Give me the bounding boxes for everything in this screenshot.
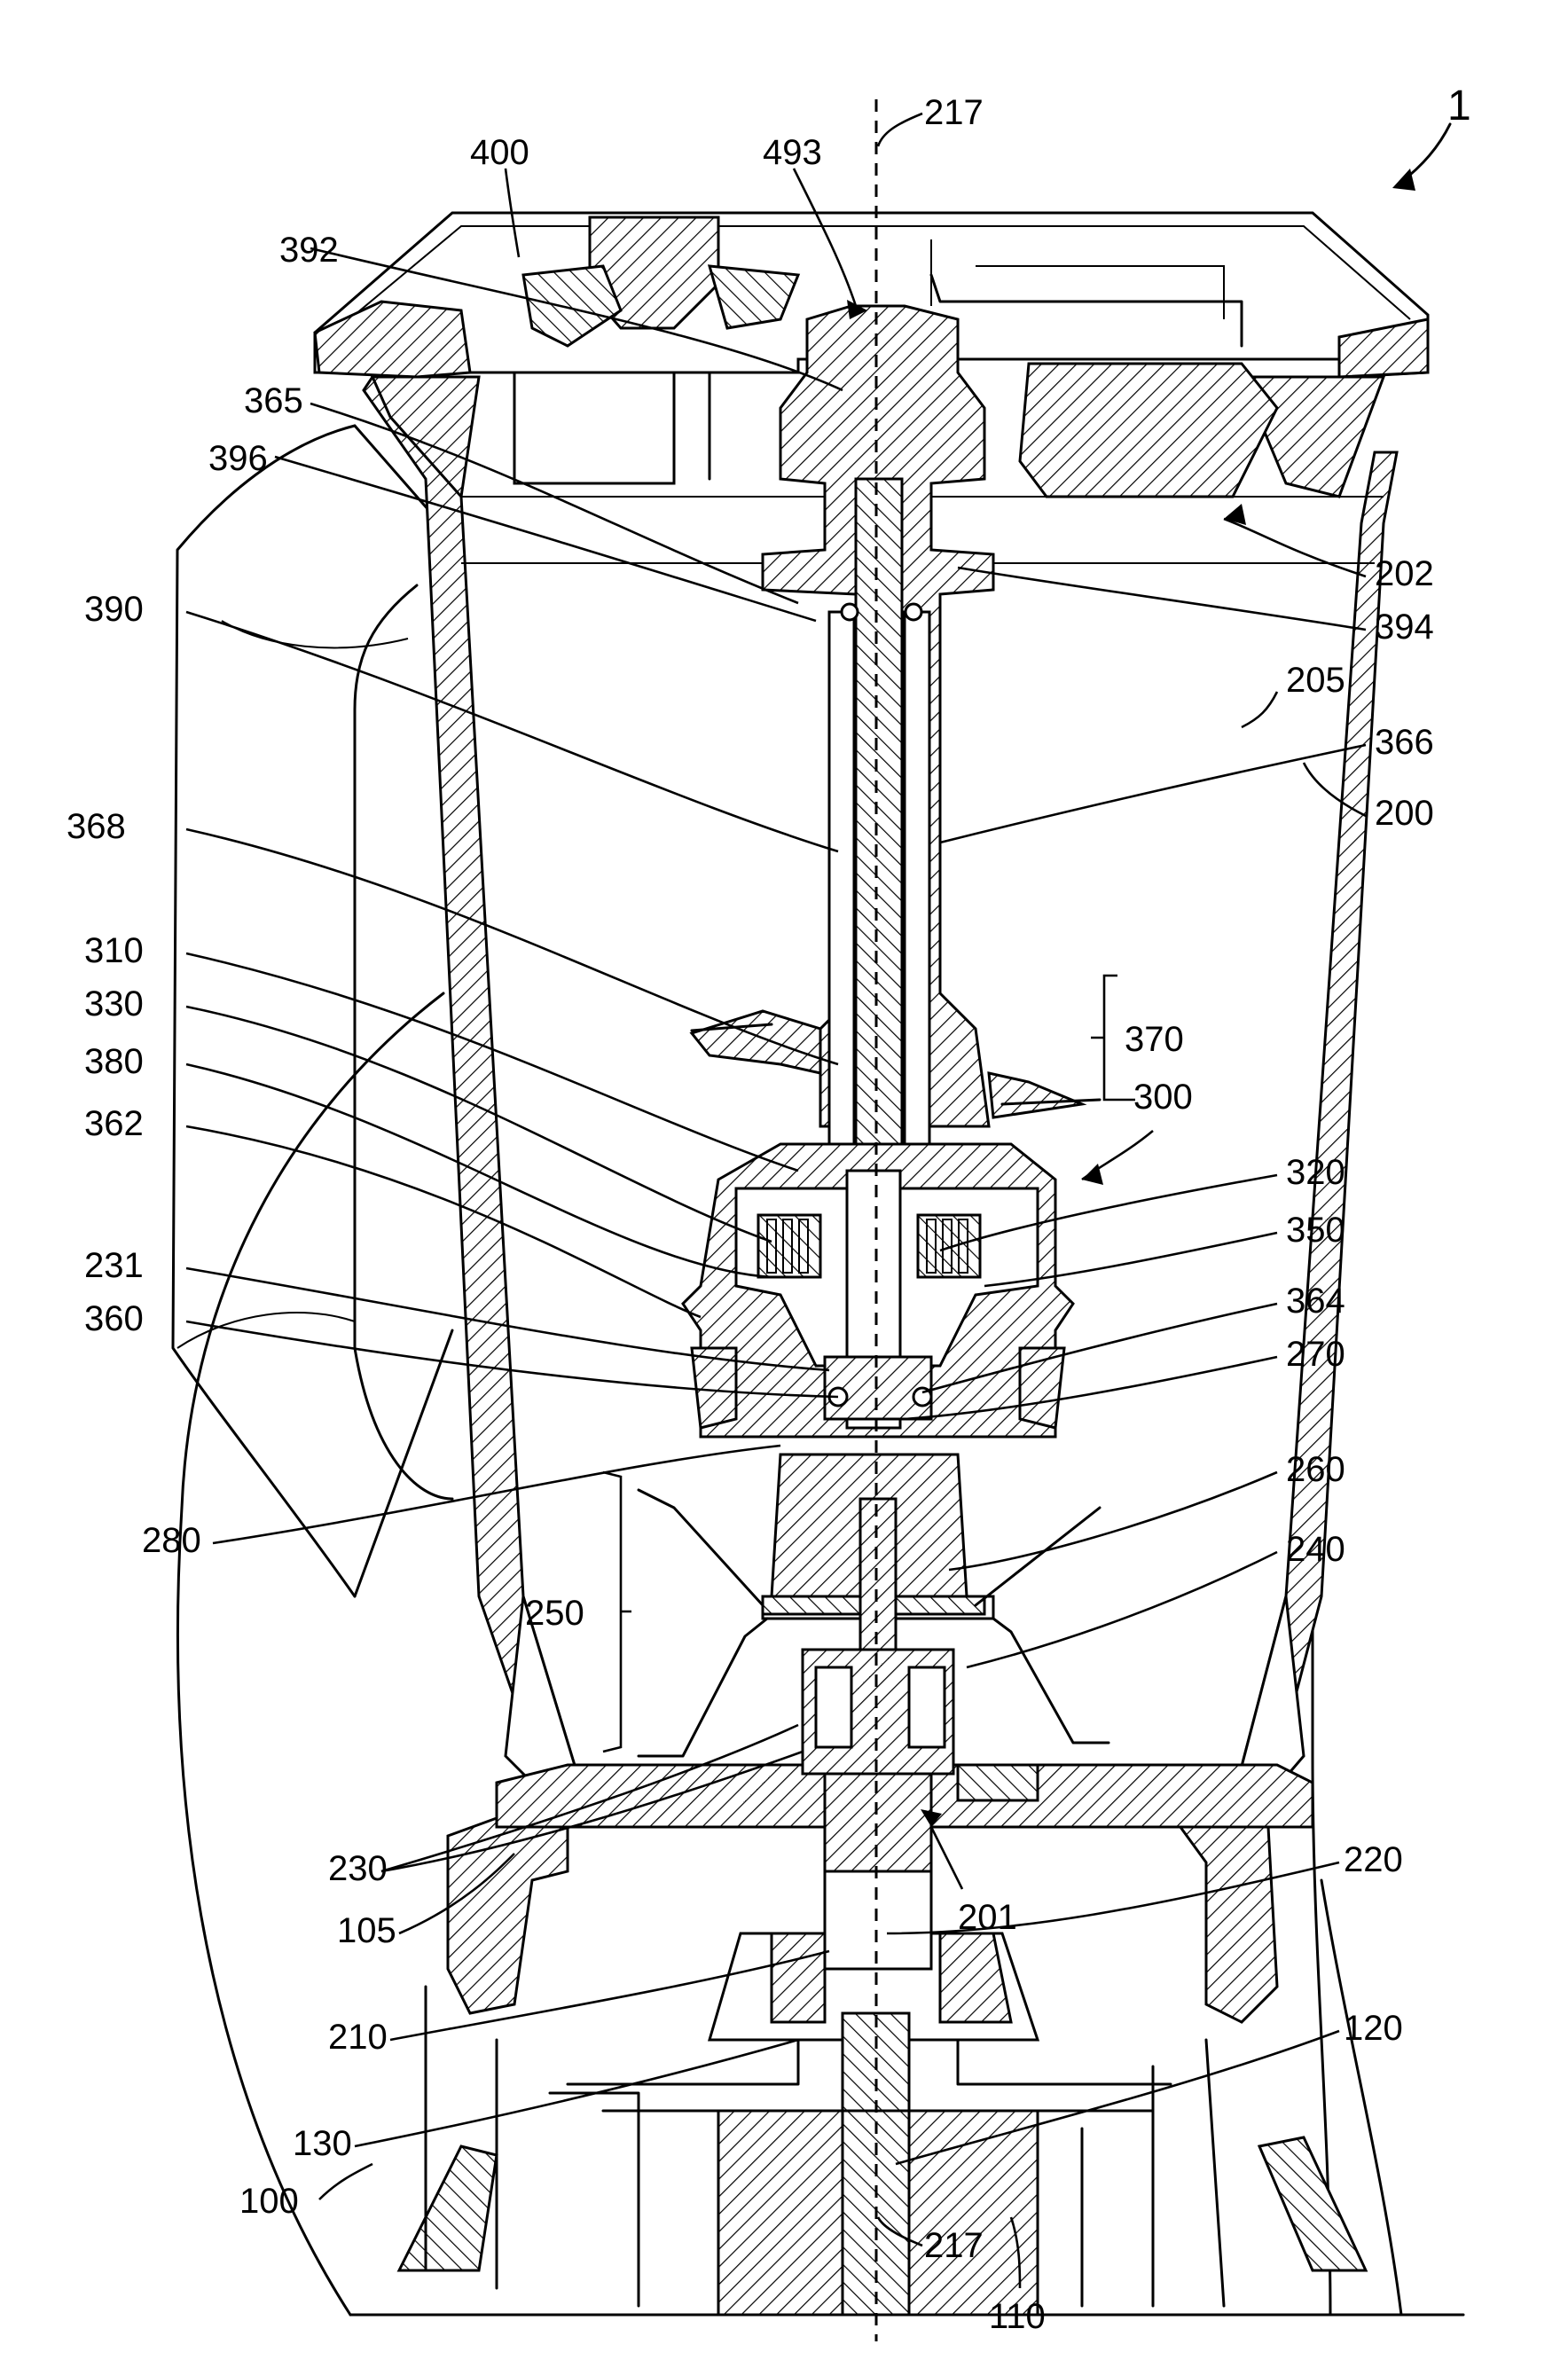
label-364: 364 — [1286, 1282, 1345, 1321]
label-380: 380 — [84, 1042, 144, 1081]
label-250: 250 — [525, 1594, 584, 1633]
label-350: 350 — [1286, 1211, 1345, 1250]
label-310: 310 — [84, 931, 144, 970]
blade-assembly — [639, 1454, 1109, 1933]
label-368: 368 — [67, 807, 126, 846]
label-394: 394 — [1375, 608, 1434, 647]
label-362: 362 — [84, 1104, 144, 1143]
label-360: 360 — [84, 1299, 144, 1338]
label-270: 270 — [1286, 1335, 1345, 1374]
label-280: 280 — [142, 1521, 201, 1560]
label-392: 392 — [279, 231, 339, 270]
label-260: 260 — [1286, 1450, 1345, 1489]
label-100: 100 — [239, 2182, 299, 2221]
figure-number: 1 — [1447, 82, 1471, 129]
label-365: 365 — [244, 381, 303, 420]
label-105: 105 — [337, 1911, 396, 1950]
label-110: 110 — [989, 2297, 1046, 2336]
handle — [173, 426, 452, 1596]
label-330: 330 — [84, 984, 144, 1023]
label-390: 390 — [84, 590, 144, 629]
label-366: 366 — [1375, 723, 1434, 762]
label-202: 202 — [1375, 554, 1434, 593]
label-217-top: 217 — [924, 93, 984, 132]
label-205: 205 — [1286, 661, 1345, 700]
label-130: 130 — [293, 2124, 352, 2163]
label-200: 200 — [1375, 794, 1434, 833]
label-370: 370 — [1125, 1020, 1184, 1059]
label-400: 400 — [470, 133, 529, 172]
label-240: 240 — [1286, 1530, 1345, 1569]
label-396: 396 — [208, 439, 268, 478]
label-201: 201 — [958, 1898, 1017, 1937]
drive-coupling — [568, 1871, 1171, 2315]
label-220: 220 — [1344, 1840, 1403, 1879]
label-217-bottom: 217 — [924, 2226, 984, 2265]
label-300: 300 — [1133, 1078, 1193, 1117]
label-230: 230 — [328, 1849, 388, 1888]
label-493: 493 — [763, 133, 822, 172]
label-210: 210 — [328, 2018, 388, 2057]
label-231: 231 — [84, 1246, 144, 1285]
label-120: 120 — [1344, 2009, 1403, 2048]
label-320: 320 — [1286, 1153, 1345, 1192]
